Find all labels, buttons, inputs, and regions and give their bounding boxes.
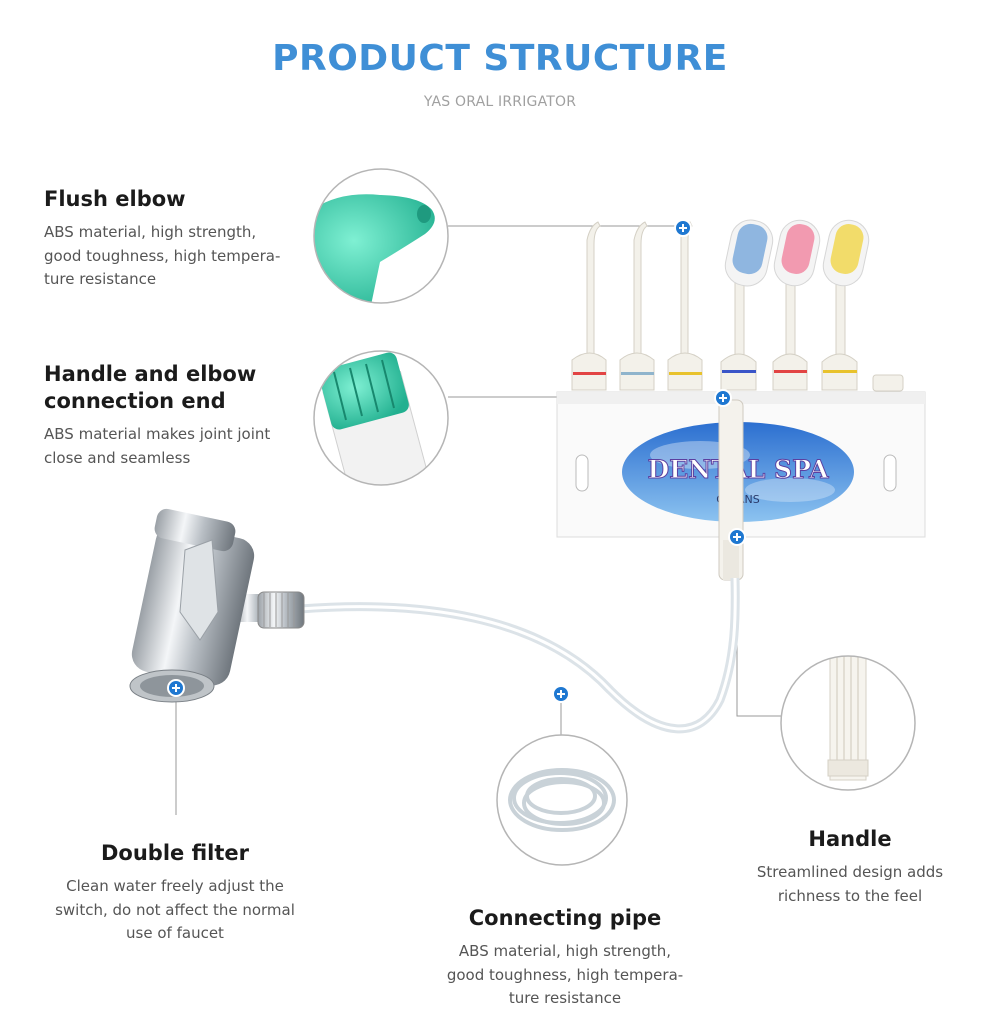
callout-title: Double filter (101, 841, 249, 865)
callout-desc: ABS material, high strength, good toughn… (44, 223, 281, 288)
marker-handle-elbow (714, 389, 732, 407)
callout-title: Handle and elbow connection end (44, 362, 257, 413)
callout-handle: Handle Streamlined design adds richness … (715, 826, 985, 908)
marker-connecting-pipe (552, 685, 570, 703)
zoom-circle-flush-elbow (313, 168, 449, 304)
zoom-circle-handle-elbow (313, 350, 449, 486)
callout-title: Connecting pipe (468, 906, 662, 930)
callout-title: Handle (808, 827, 892, 851)
marker-handle (728, 528, 746, 546)
callout-double-filter: Double filter Clean water freely adjust … (40, 840, 310, 946)
callout-desc: ABS material makes joint joint close and… (44, 425, 271, 467)
page-subtitle: YAS ORAL IRRIGATOR (423, 94, 577, 110)
handle-part (718, 399, 744, 581)
zoom-circle-handle (780, 655, 916, 791)
page-title: PRODUCT STRUCTURE (272, 38, 728, 79)
marker-double-filter (167, 679, 185, 697)
callout-desc: Streamlined design adds richness to the … (756, 863, 944, 905)
callout-desc: Clean water freely adjust the switch, do… (55, 877, 295, 942)
nozzle-set (571, 219, 904, 392)
marker-flush-elbow (674, 219, 692, 237)
callout-handle-elbow: Handle and elbow connection end ABS mate… (44, 361, 314, 470)
connecting-tube (299, 577, 740, 734)
callout-desc: ABS material, high strength, good toughn… (446, 942, 684, 1007)
zoom-circle-connecting-pipe (496, 734, 628, 866)
callout-connecting-pipe: Connecting pipe ABS material, high stren… (430, 905, 700, 1011)
callout-title: Flush elbow (44, 187, 186, 211)
faucet-diverter (129, 508, 305, 703)
callout-flush-elbow: Flush elbow ABS material, high strength,… (44, 186, 314, 292)
